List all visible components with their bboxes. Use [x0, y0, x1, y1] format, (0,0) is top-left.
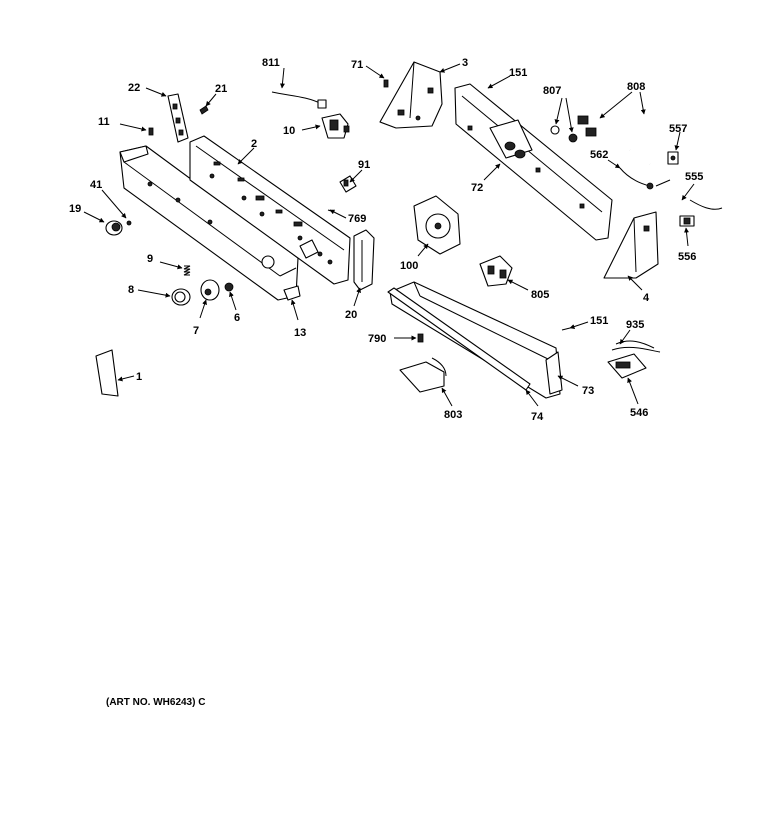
- label-19: 19: [69, 203, 81, 215]
- part-3-bracket: [379, 61, 443, 129]
- art-number-caption: (ART NO. WH6243) C: [106, 697, 205, 708]
- label-151-bottom: 151: [590, 315, 608, 327]
- part-73-lower-panel: [389, 281, 563, 399]
- label-546: 546: [630, 407, 648, 419]
- part-41-clip: [126, 220, 132, 226]
- label-3: 3: [462, 57, 468, 69]
- label-769: 769: [348, 213, 366, 225]
- part-557-valve: [667, 151, 679, 165]
- part-811-harness: [271, 91, 327, 109]
- part-21-screw: [199, 105, 209, 115]
- part-20-endcap: [353, 229, 375, 291]
- label-7: 7: [193, 325, 199, 337]
- part-1-literature: [95, 349, 119, 397]
- label-790: 790: [368, 333, 386, 345]
- part-19-knob: [105, 220, 123, 236]
- label-1: 1: [136, 371, 142, 383]
- label-8: 8: [128, 284, 134, 296]
- label-562: 562: [590, 149, 608, 161]
- part-562-tube: [619, 167, 671, 190]
- part-7-dial: [200, 279, 220, 301]
- part-9-spring: [183, 265, 191, 276]
- part-555-wire: [689, 199, 723, 210]
- part-6-nut: [224, 282, 234, 292]
- label-151-top: 151: [509, 67, 527, 79]
- part-546-connector: [607, 353, 647, 379]
- part-808-hoses: [577, 108, 653, 165]
- label-20: 20: [345, 309, 357, 321]
- part-4-bracket: [603, 211, 659, 279]
- label-808: 808: [627, 81, 645, 93]
- label-41: 41: [90, 179, 102, 191]
- label-9: 9: [147, 253, 153, 265]
- part-151-screw: [561, 327, 571, 331]
- label-811: 811: [262, 57, 280, 69]
- label-72: 72: [471, 182, 483, 194]
- label-11: 11: [98, 116, 110, 128]
- label-91: 91: [358, 159, 370, 171]
- part-556-sensor: [679, 215, 695, 227]
- part-935-harness: [611, 340, 661, 353]
- label-2: 2: [251, 138, 257, 150]
- part-11-screw: [148, 127, 154, 136]
- part-2-backplate: [189, 135, 351, 285]
- part-71-screw: [383, 79, 389, 88]
- part-100-timer: [413, 195, 461, 255]
- leader-lines: [83, 63, 695, 407]
- label-4: 4: [643, 292, 650, 304]
- part-22-bracket: [167, 93, 189, 143]
- label-803: 803: [444, 409, 462, 421]
- label-100: 100: [400, 260, 418, 272]
- label-21: 21: [215, 83, 227, 95]
- part-74-strip: [387, 287, 531, 391]
- part-805-switch: [479, 255, 513, 287]
- label-555: 555: [685, 171, 703, 183]
- label-6: 6: [234, 312, 240, 324]
- label-557: 557: [669, 123, 687, 135]
- part-807-grommet: [550, 125, 578, 143]
- part-790-clip: [417, 333, 424, 343]
- part-803-cover: [399, 357, 447, 393]
- label-22: 22: [128, 82, 140, 94]
- label-74: 74: [531, 411, 544, 423]
- part-8-knob: [171, 288, 191, 306]
- label-805: 805: [531, 289, 549, 301]
- part-10-switch: [321, 113, 350, 139]
- label-935: 935: [626, 319, 644, 331]
- label-556: 556: [678, 251, 696, 263]
- part-13-front-panel: [119, 145, 301, 301]
- label-73: 73: [582, 385, 594, 397]
- label-807: 807: [543, 85, 561, 97]
- label-71: 71: [351, 59, 363, 71]
- label-10: 10: [283, 125, 295, 137]
- part-labels: 811 71 3 151 807 808 22 21 10 11 2 557 5…: [69, 57, 703, 423]
- part-72-backsplash: [454, 83, 613, 241]
- label-13: 13: [294, 327, 306, 339]
